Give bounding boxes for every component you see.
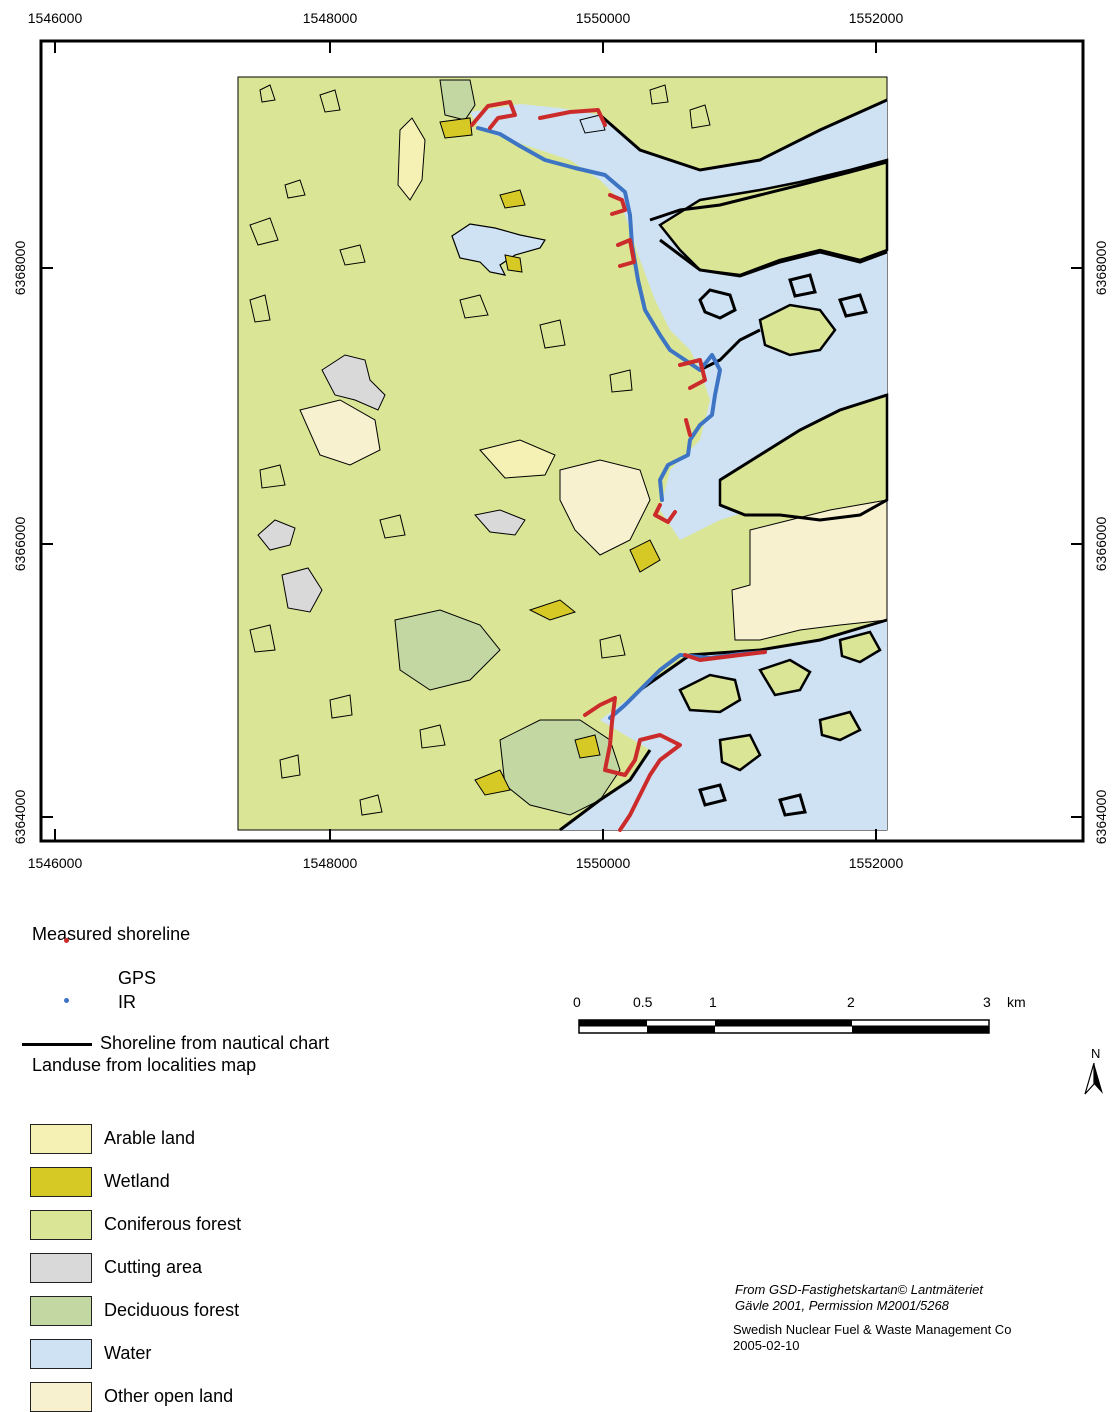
scale-label-1: 1 — [709, 994, 717, 1010]
map-area — [39, 39, 1085, 843]
credit-line-3: Swedish Nuclear Fuel & Waste Management … — [733, 1322, 1012, 1337]
landuse-swatch — [30, 1253, 92, 1283]
nautical-shoreline — [559, 98, 888, 832]
landuse-swatch — [30, 1210, 92, 1240]
open-land-east — [731, 499, 888, 641]
scale-label-3: 3 — [983, 994, 991, 1010]
deciduous-forest-north — [439, 79, 476, 121]
wetland-6 — [474, 769, 511, 796]
landuse-label: Other open land — [104, 1386, 234, 1406]
wetland-7 — [574, 734, 601, 759]
y-tick-label-right: 6364000 — [1093, 789, 1109, 845]
lake-west — [451, 223, 546, 276]
landuse-swatch — [30, 1167, 92, 1197]
landuse-swatch — [30, 1124, 92, 1154]
gps-shoreline — [470, 100, 707, 524]
x-tick-label-top: 1550000 — [575, 10, 631, 26]
x-tick-label-bottom: 1550000 — [575, 855, 631, 871]
y-tick-label-left: 6368000 — [12, 240, 28, 296]
y-tick-label-left: 6364000 — [12, 789, 28, 845]
parcel-outlines — [249, 84, 711, 816]
landuse-label: Cutting area — [104, 1257, 203, 1277]
x-tick-label-top: 1546000 — [27, 10, 83, 26]
gps-shoreline-south — [583, 650, 767, 832]
island-south-1 — [678, 673, 742, 714]
wetland-5 — [528, 599, 577, 621]
map-canvas — [39, 39, 1085, 843]
landuse-label: Deciduous forest — [104, 1300, 240, 1320]
scale-label-2: 2 — [847, 994, 855, 1010]
cutting-area-1 — [321, 354, 386, 411]
cutting-area-3 — [281, 567, 323, 613]
y-tick-label-right: 6366000 — [1093, 516, 1109, 572]
open-land-valley — [559, 459, 651, 556]
cutting-area-2 — [257, 519, 296, 551]
wetland-3 — [504, 254, 523, 273]
landuse-label: Water — [104, 1343, 152, 1363]
north-arrow-icon — [1084, 1062, 1103, 1095]
gps-dot — [64, 938, 69, 943]
scale-bar — [578, 1000, 998, 1040]
nautical-line-sample — [22, 1043, 92, 1046]
wetland-1 — [439, 117, 473, 139]
legend-nautical-label: Shoreline from nautical chart — [100, 1033, 330, 1053]
open-land-west — [299, 399, 381, 466]
x-tick-label-top: 1548000 — [302, 10, 358, 26]
legend-ir-label: IR — [118, 992, 136, 1012]
legend-gps-label: GPS — [118, 968, 157, 988]
landuse-label: Wetland — [104, 1171, 170, 1191]
credit-line-4: 2005-02-10 — [733, 1338, 800, 1353]
island-south-2 — [758, 658, 812, 697]
x-tick-label-bottom: 1548000 — [302, 855, 358, 871]
deciduous-forest-valley — [394, 609, 501, 691]
arable-land-mid — [479, 439, 556, 479]
island-south-3 — [838, 630, 882, 664]
landuse-swatch — [30, 1339, 92, 1369]
scale-label-0: 0 — [573, 994, 581, 1010]
scale-label-0-5: 0.5 — [633, 994, 653, 1010]
y-tick-label-left: 6366000 — [12, 516, 28, 572]
credit-line-1: From GSD-Fastighetskartan© Lantmäteriet — [735, 1282, 983, 1297]
island-mid-east — [758, 303, 837, 357]
landuse-swatch — [30, 1382, 92, 1412]
cutting-area-4 — [474, 509, 526, 536]
y-tick-label-right: 6368000 — [1093, 240, 1109, 296]
credit-line-2: Gävle 2001, Permission M2001/5268 — [735, 1298, 949, 1313]
legend-landuse-title: Landuse from localities map — [32, 1055, 257, 1075]
ir-shoreline — [476, 126, 722, 502]
island-south-4 — [718, 733, 762, 772]
landuse-label: Arable land — [104, 1128, 196, 1148]
landuse-label: Coniferous forest — [104, 1214, 242, 1234]
x-tick-label-bottom: 1546000 — [27, 855, 83, 871]
tick-marks — [41, 41, 1083, 841]
wetland-2 — [499, 189, 526, 209]
wetland-4 — [629, 539, 661, 573]
x-tick-label-bottom: 1552000 — [848, 855, 904, 871]
scale-unit: km — [1007, 994, 1026, 1010]
x-tick-label-top: 1552000 — [848, 10, 904, 26]
legend-measured-title: Measured shoreline — [32, 924, 191, 944]
island-south-5 — [818, 710, 862, 742]
north-label: N — [1091, 1046, 1101, 1061]
ir-dot — [64, 998, 69, 1003]
landuse-swatch — [30, 1296, 92, 1326]
arable-land-north — [397, 117, 426, 201]
